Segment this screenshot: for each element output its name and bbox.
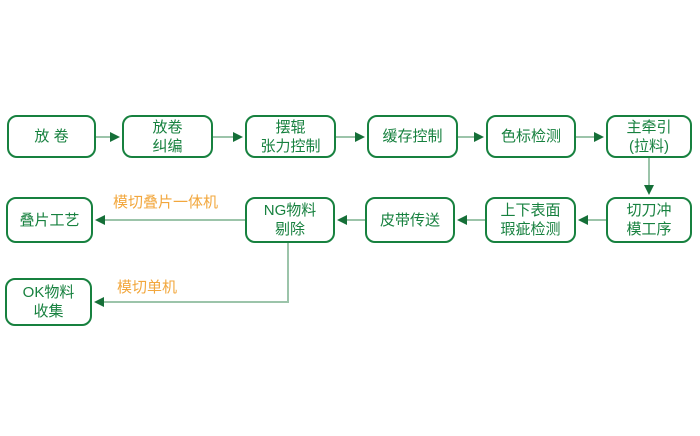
node-unwind: 放 卷: [7, 115, 96, 158]
node-lamination-process: 叠片工艺: [6, 197, 93, 243]
node-ng-material-rejection: NG物料 剔除: [245, 197, 335, 243]
node-buffer-control: 缓存控制: [367, 115, 458, 158]
node-color-mark-detection: 色标检测: [486, 115, 576, 158]
node-belt-conveying: 皮带传送: [365, 197, 455, 243]
node-surface-defect-detection: 上下表面 瑕疵检测: [485, 197, 576, 243]
edge-label-die-cut-lamination-machine: 模切叠片一体机: [113, 194, 219, 211]
node-dancer-tension-control: 摆辊 张力控制: [245, 115, 336, 158]
node-main-traction: 主牵引 (拉料): [606, 115, 692, 158]
node-ok-material-collection: OK物料 收集: [5, 278, 92, 326]
node-unwind-correction: 放卷 纠编: [122, 115, 213, 158]
edge-ng-material-rejection-to-ok-material-collection: [94, 243, 289, 307]
edge-label-die-cut-standalone-machine: 模切单机: [117, 279, 178, 296]
node-cutter-die-process: 切刀冲 模工序: [606, 197, 692, 243]
